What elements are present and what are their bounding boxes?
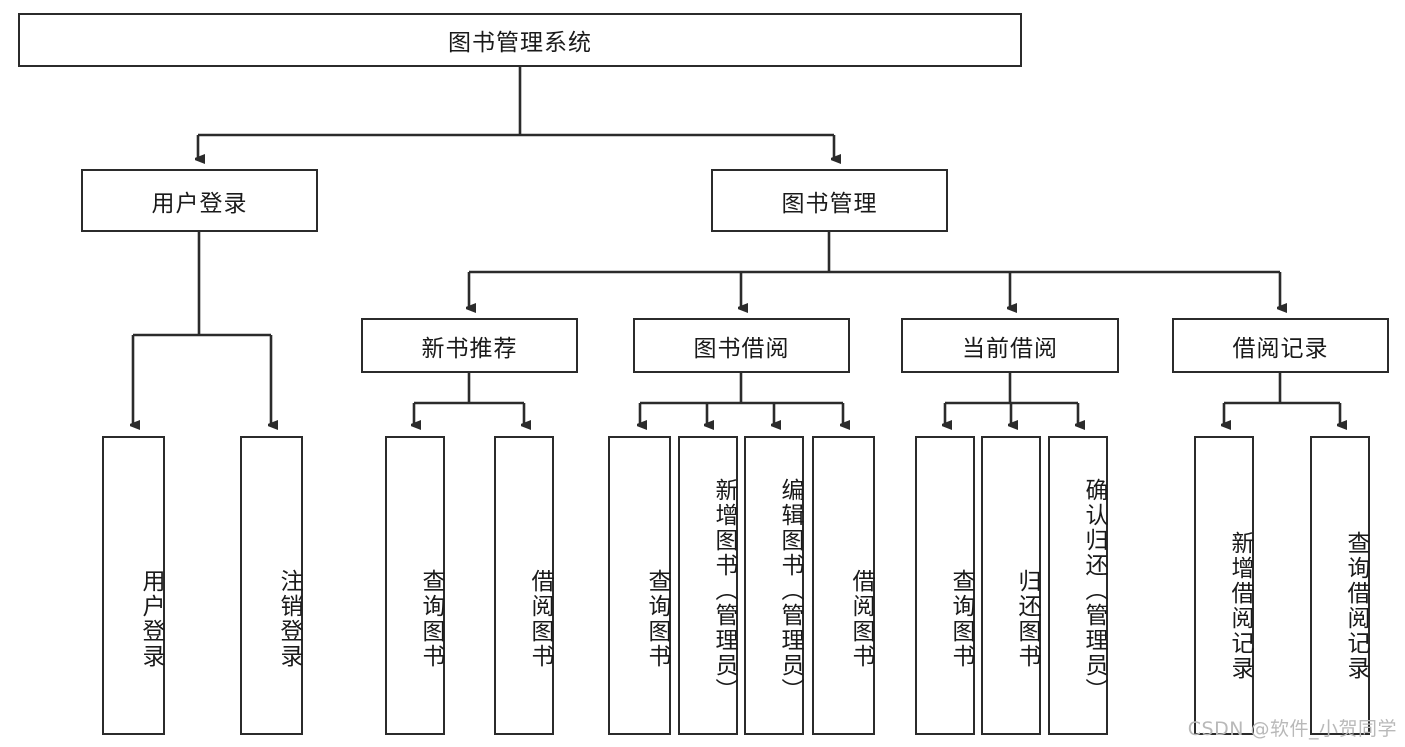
node-root-label: 图书管理系统 [448,30,592,56]
leaf-borrow-edit-book[interactable]: 编辑图书（管理员） [744,436,804,735]
node-borrow-record[interactable]: 借阅记录 [1172,318,1389,373]
leaf-borrow-borrow-book-label: 借阅图书 [848,568,874,669]
leaf-record-query-label: 查询借阅记录 [1343,530,1369,681]
leaf-borrow-borrow-book[interactable]: 借阅图书 [812,436,875,735]
leaf-current-query-book[interactable]: 查询图书 [915,436,975,735]
leaf-new-book-borrow[interactable]: 借阅图书 [494,436,554,735]
leaf-record-add[interactable]: 新增借阅记录 [1194,436,1254,735]
node-current-borrow[interactable]: 当前借阅 [901,318,1119,373]
leaf-record-query[interactable]: 查询借阅记录 [1310,436,1370,735]
node-book-borrow-label: 图书借阅 [693,335,790,362]
node-borrow-record-label: 借阅记录 [1232,335,1329,362]
node-root[interactable]: 图书管理系统 [18,13,1022,67]
node-user-login[interactable]: 用户登录 [81,169,318,232]
leaf-current-query-book-label: 查询图书 [948,568,974,669]
leaf-current-confirm-return-label: 确认归还（管理员） [1081,478,1107,703]
leaf-borrow-add-book-label: 新增图书（管理员） [711,478,737,703]
leaf-new-book-query-label: 查询图书 [418,568,444,669]
leaf-user-login-login[interactable]: 用户登录 [102,436,165,735]
watermark: CSDN @软件_小贺同学 [1187,718,1397,740]
leaf-borrow-add-book[interactable]: 新增图书（管理员） [678,436,738,735]
leaf-user-login-logout[interactable]: 注销登录 [240,436,303,735]
leaf-current-return-book-label: 归还图书 [1014,568,1040,669]
node-book-borrow[interactable]: 图书借阅 [633,318,850,373]
leaf-current-return-book[interactable]: 归还图书 [981,436,1041,735]
node-user-login-label: 用户登录 [151,190,248,217]
leaf-new-book-query[interactable]: 查询图书 [385,436,445,735]
node-book-management-label: 图书管理 [781,190,878,217]
leaf-current-confirm-return[interactable]: 确认归还（管理员） [1048,436,1108,735]
leaf-new-book-borrow-label: 借阅图书 [527,568,553,669]
node-book-management[interactable]: 图书管理 [711,169,948,232]
node-new-book-recommend[interactable]: 新书推荐 [361,318,578,373]
leaf-user-login-logout-label: 注销登录 [276,568,302,669]
node-new-book-recommend-label: 新书推荐 [421,335,518,362]
leaf-user-login-login-label: 用户登录 [138,568,164,669]
leaf-borrow-query-book[interactable]: 查询图书 [608,436,671,735]
leaf-record-add-label: 新增借阅记录 [1227,530,1253,681]
node-current-borrow-label: 当前借阅 [962,335,1058,362]
leaf-borrow-query-book-label: 查询图书 [644,568,670,669]
leaf-borrow-edit-book-label: 编辑图书（管理员） [777,478,803,703]
